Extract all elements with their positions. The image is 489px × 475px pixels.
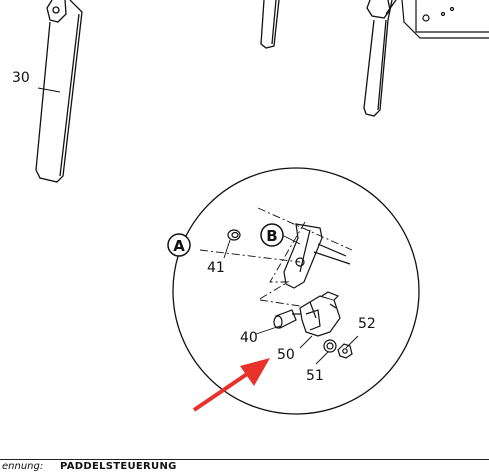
paddle-arm-middle: [260, 0, 280, 49]
side-plate: [401, 0, 489, 39]
roller-40: [273, 309, 302, 329]
detail-b-label: B: [266, 227, 277, 245]
leader-lines: [37, 87, 359, 365]
detail-a-label: A: [173, 237, 185, 255]
pointer-arrow: [192, 358, 270, 412]
footer-field-label: ennung:: [2, 461, 44, 472]
footer-field-value: PADDELSTEUERUNG: [60, 461, 177, 472]
part-label-40: 40: [240, 330, 258, 346]
part-label-51: 51: [306, 368, 324, 384]
nut-52: [337, 343, 353, 359]
detail-circle: [172, 167, 420, 415]
part-label-52: 52: [358, 316, 376, 332]
part-label-41: 41: [207, 260, 225, 276]
paddle-arm-left: [35, 0, 83, 183]
footer-bar: ennung: PADDELSTEUERUNG: [0, 459, 489, 475]
detail-b-callout: B: [260, 223, 284, 247]
part-label-30: 30: [12, 70, 30, 86]
paddle-arm-right: [363, 0, 397, 117]
washer-41: [227, 229, 241, 241]
axis-lines: [199, 207, 353, 307]
latch-50: [299, 291, 341, 337]
part-label-50: 50: [277, 347, 295, 363]
washer-51: [323, 339, 337, 353]
bracket: [283, 223, 351, 289]
detail-a-callout: A: [167, 233, 191, 257]
